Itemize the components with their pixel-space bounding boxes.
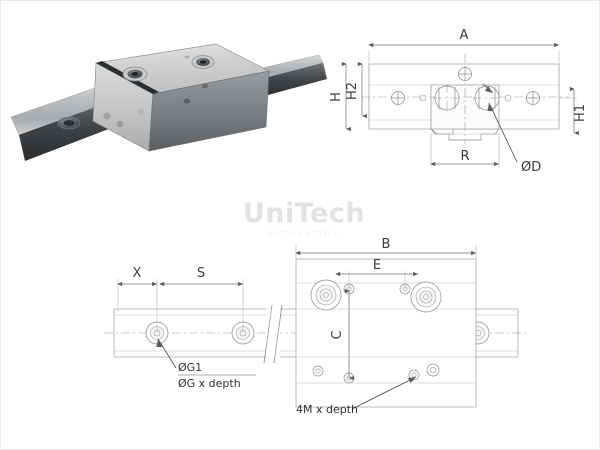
- callout-diameter-d: ØD: [482, 83, 541, 175]
- block-top-screw: [122, 66, 148, 82]
- dimension-h-label: H: [329, 92, 344, 102]
- dimension-e-label: E: [373, 258, 381, 273]
- callout-diameter-g-depth-label: ØG x depth: [178, 377, 241, 390]
- ball-race-left: [433, 84, 461, 112]
- dimension-h1-label: H1: [573, 104, 588, 122]
- callout-4m-depth: 4M x depth: [296, 376, 417, 416]
- unitech-watermark: UniTech AUTOMATION: [229, 199, 379, 245]
- block-tapped-hole: [312, 365, 324, 377]
- mounting-hole-top: [458, 67, 472, 81]
- dimension-r-label: R: [460, 149, 469, 164]
- dimension-s: S: [159, 266, 244, 333]
- grease-port-left: [419, 94, 427, 102]
- dimension-x: X: [117, 266, 158, 333]
- linear-guide-rail-carriage-photo: [1, 1, 331, 201]
- block-counterbore-hole: [410, 281, 442, 313]
- dimension-c: C: [330, 288, 354, 381]
- dimension-s-label: S: [197, 266, 205, 281]
- cross-section-view: A: [329, 21, 599, 191]
- dimension-e: E: [335, 258, 418, 289]
- dimension-h2-label: H2: [345, 82, 360, 100]
- dimension-c-label: C: [330, 330, 345, 339]
- carriage-block: [92, 43, 271, 152]
- dimension-x-label: X: [133, 266, 142, 281]
- callout-4m-depth-label: 4M x depth: [296, 403, 358, 416]
- watermark-text: UniTech: [242, 198, 366, 229]
- grease-port-right: [504, 94, 512, 102]
- callout-diameter-g1-label: ØG1: [178, 361, 202, 374]
- dimension-h1: H1: [559, 86, 588, 136]
- mounting-hole-right: [526, 91, 540, 105]
- ball-race-right: [473, 85, 501, 111]
- dimension-r: R: [430, 134, 500, 167]
- mounting-hole-left: [391, 91, 405, 105]
- block-tapped-hole: [408, 369, 420, 381]
- dimension-b-label: B: [382, 237, 391, 252]
- block-tapped-hole: [426, 363, 440, 377]
- watermark-subtitle: AUTOMATION: [268, 230, 340, 238]
- dimension-b: B: [295, 237, 477, 261]
- dimension-h2: H2: [345, 61, 367, 119]
- dimension-h: H: [329, 61, 351, 132]
- callout-diameter-g1: ØG1 ØG x depth: [156, 338, 256, 390]
- callout-diameter-d-label: ØD: [521, 160, 541, 175]
- plan-view: X S ØG1 ØG x depth: [96, 237, 536, 431]
- dimension-a-label: A: [460, 28, 469, 43]
- block-counterbore-hole: [310, 279, 342, 311]
- block-top-screw: [191, 55, 215, 69]
